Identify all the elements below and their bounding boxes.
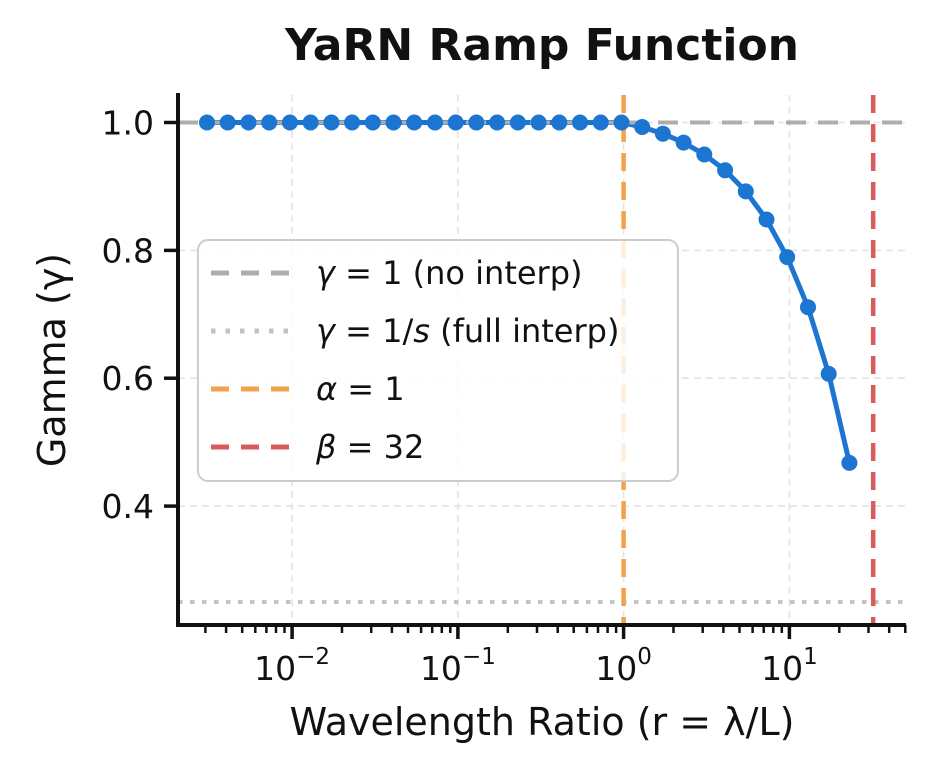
data-point xyxy=(509,114,526,131)
legend-label: γ = 1 (no interp) xyxy=(316,254,583,292)
legend-label: γ = 1/s (full interp) xyxy=(316,312,619,350)
data-point xyxy=(841,454,858,471)
x-tick-label: 10−1 xyxy=(420,644,496,688)
data-point xyxy=(634,119,651,135)
x-tick-label: 101 xyxy=(761,644,818,688)
y-tick-label: 1.0 xyxy=(102,104,154,143)
data-point xyxy=(489,114,506,131)
data-point xyxy=(281,114,298,131)
x-tick-label: 10−2 xyxy=(254,644,330,688)
data-point xyxy=(427,114,443,131)
series-markers xyxy=(199,114,858,471)
data-point xyxy=(675,134,692,151)
x-tick-label: 100 xyxy=(595,644,652,688)
y-tick-label: 0.6 xyxy=(102,359,154,398)
axes: 10−2 10−1 100 101 0.4 0.6 0.8 1.0 xyxy=(102,93,907,688)
data-series xyxy=(178,114,906,471)
data-point xyxy=(219,114,236,131)
data-point xyxy=(696,146,713,163)
data-point xyxy=(406,114,423,131)
legend: γ = 1 (no interp) γ = 1/s (full interp) α … xyxy=(197,239,679,482)
data-point xyxy=(820,365,837,382)
data-point xyxy=(737,183,754,200)
data-point xyxy=(199,114,215,131)
data-point xyxy=(800,299,816,316)
data-point xyxy=(364,114,381,131)
chart-title: YaRN Ramp Function xyxy=(284,20,799,71)
legend-box xyxy=(197,239,679,482)
data-point xyxy=(468,114,485,131)
data-point xyxy=(530,114,547,131)
data-point xyxy=(551,114,568,131)
y-axis-label: Gamma (γ) xyxy=(30,253,74,467)
legend-label: β = 32 xyxy=(315,428,424,466)
y-tick-label: 0.4 xyxy=(102,487,154,526)
data-point xyxy=(344,114,361,131)
data-point xyxy=(779,249,796,266)
data-point xyxy=(261,114,278,131)
data-point xyxy=(323,114,340,131)
data-point xyxy=(654,125,671,142)
data-point xyxy=(447,114,464,131)
data-point xyxy=(717,162,734,179)
data-point xyxy=(592,114,609,131)
x-axis-label: Wavelength Ratio (r = λ/L) xyxy=(290,700,795,744)
data-point xyxy=(385,114,402,131)
data-point xyxy=(302,114,319,131)
data-point xyxy=(572,114,588,131)
legend-label: α = 1 xyxy=(316,370,405,408)
data-point xyxy=(240,114,257,131)
y-tick-label: 0.8 xyxy=(102,231,154,270)
data-point xyxy=(613,114,630,131)
data-point xyxy=(758,211,775,228)
